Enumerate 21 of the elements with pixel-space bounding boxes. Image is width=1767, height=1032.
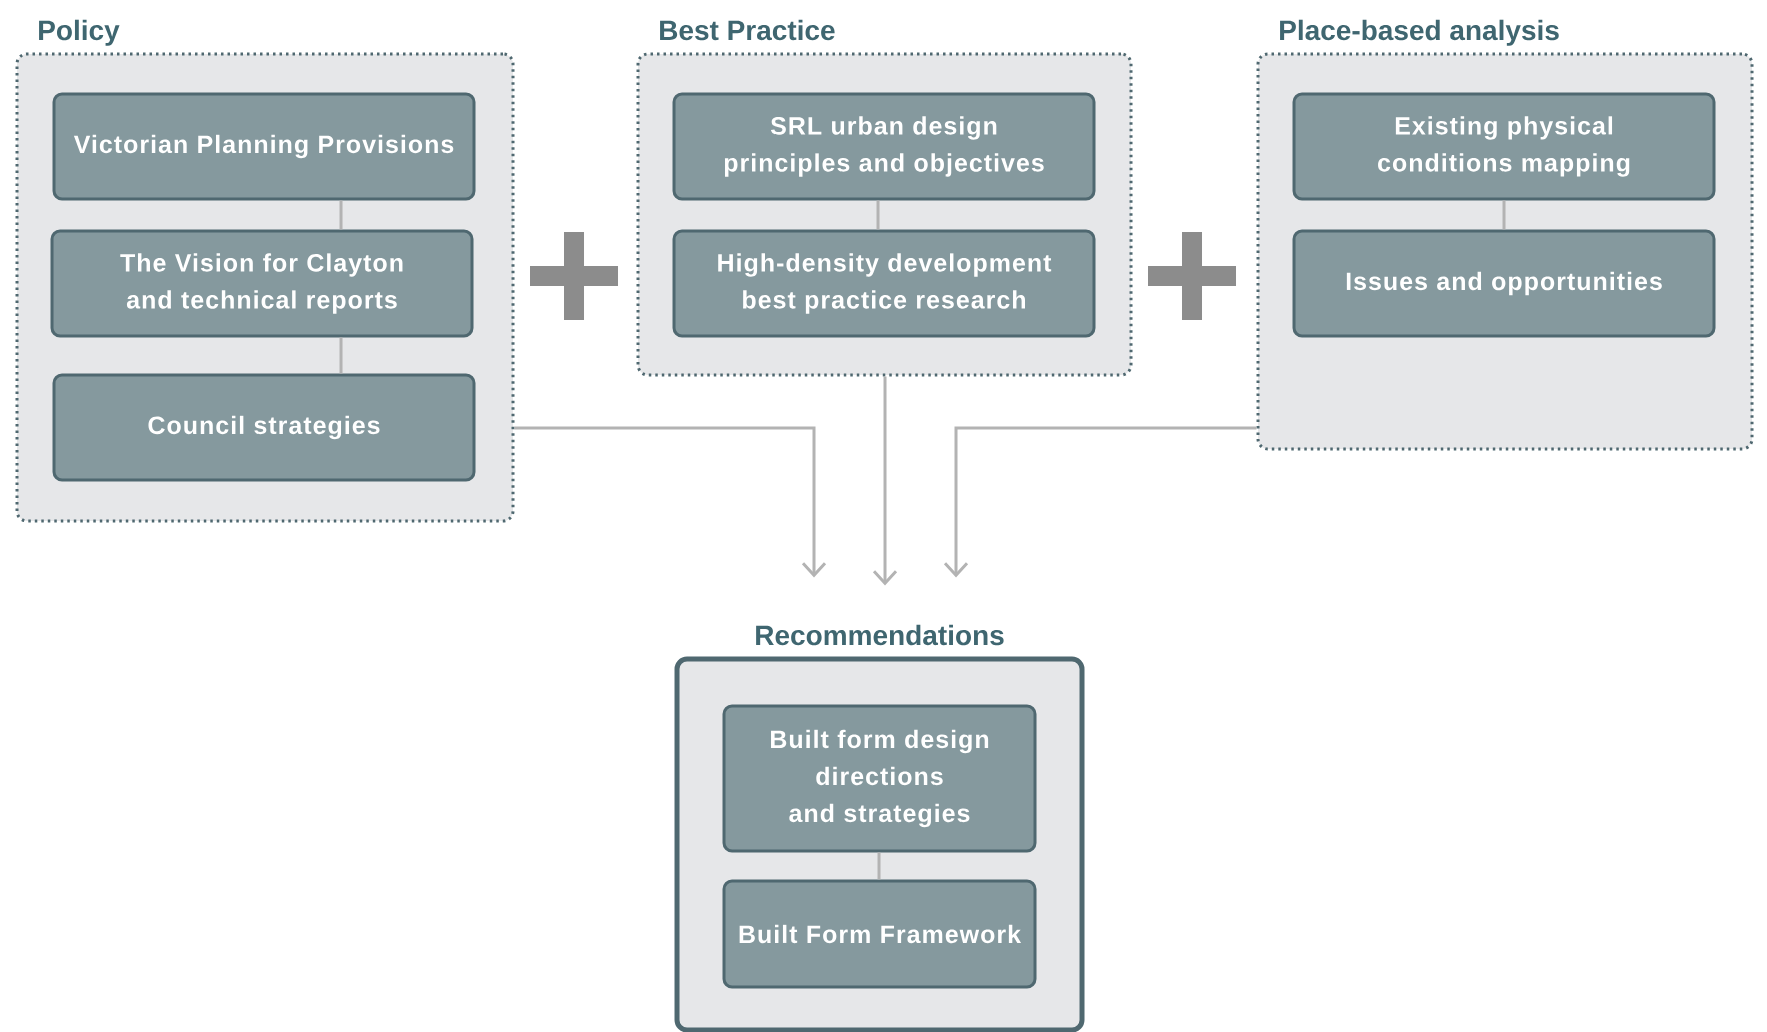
process-box: Council strategies [52,373,476,482]
process-box: Built Form Framework [722,879,1037,989]
group-heading: Best Practice [660,19,835,41]
arrow [943,426,1257,578]
connector-line [339,200,343,230]
process-box: Issues and opportunities [1292,229,1716,338]
process-box: High-density development best practice research [672,229,1096,338]
process-box: Victorian Planning Provisions [52,92,476,201]
process-box: Built form design directions and strategies [722,704,1037,853]
connector-line [876,200,880,230]
process-box: Existing physical conditions mapping [1292,92,1716,201]
connector-line [1502,200,1506,230]
process-box: SRL urban design principles and objectives [672,92,1096,201]
group-heading: Recommendations [756,624,1004,646]
connector-line [339,337,343,374]
process-box: The Vision for Clayton and technical reports [50,229,474,338]
arrow [872,376,898,586]
group-heading: Policy [39,19,120,46]
connector-line [877,852,881,880]
arrow [514,426,827,578]
group-heading: Place-based analysis [1280,19,1559,46]
